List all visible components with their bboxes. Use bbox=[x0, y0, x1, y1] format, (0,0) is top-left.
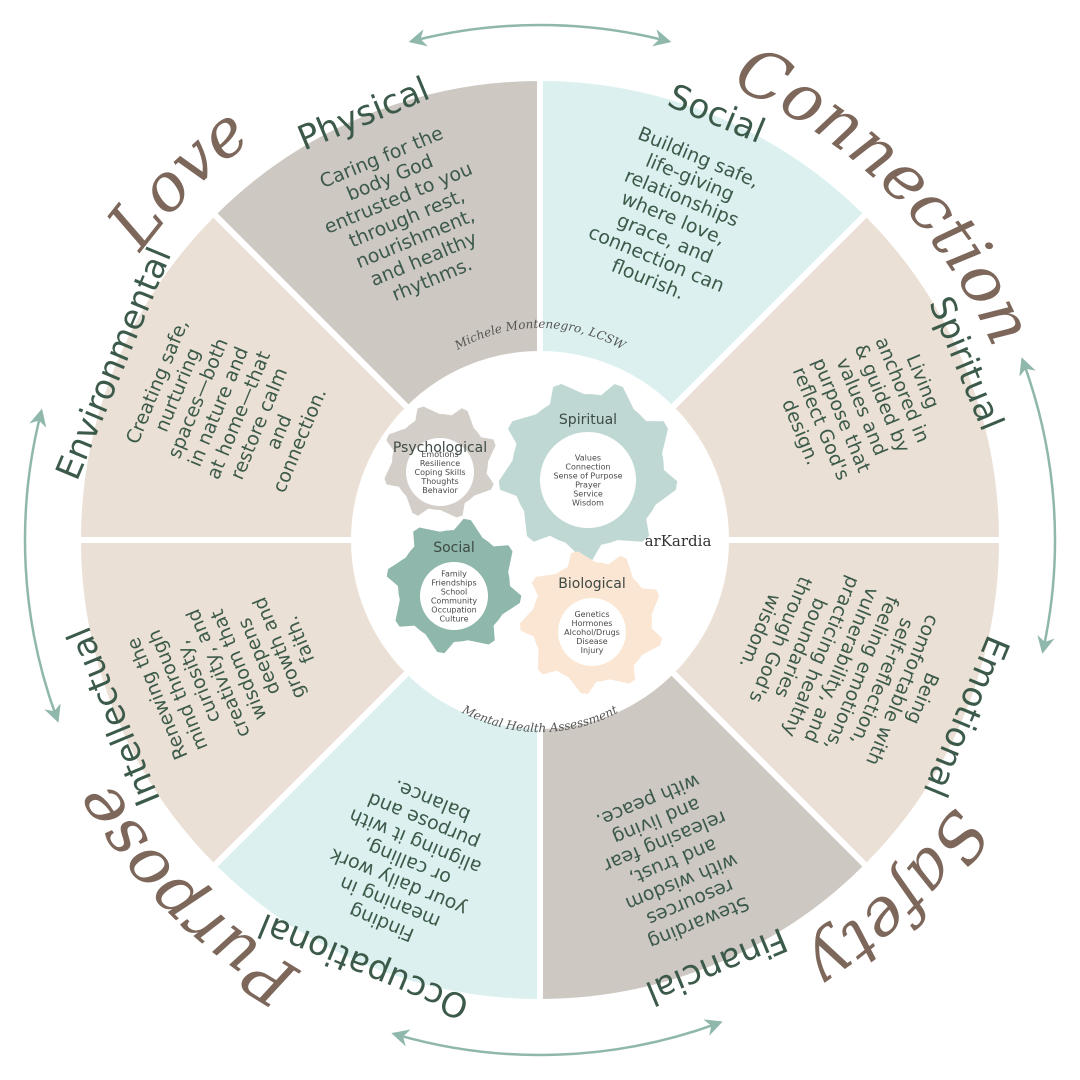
gear-biological: BiologicalGeneticsHormonesAlcohol/DrugsD… bbox=[520, 551, 663, 694]
gear-item: Alcohol/Drugs bbox=[564, 628, 620, 637]
cycle-arrow-3 bbox=[23, 408, 61, 723]
gear-item: Culture bbox=[439, 615, 468, 624]
gear-item: Genetics bbox=[574, 610, 609, 619]
gear-item: Family bbox=[441, 570, 467, 579]
gear-item: Sense of Purpose bbox=[553, 472, 622, 481]
gear-item: Thoughts bbox=[420, 477, 458, 486]
gear-item: Emotions bbox=[421, 450, 458, 459]
gear-item: Community bbox=[431, 597, 478, 606]
cycle-arrow-2 bbox=[391, 1019, 723, 1057]
gear-item: Hormones bbox=[572, 619, 613, 628]
gear-item: Disease bbox=[576, 637, 608, 646]
cycle-arrows bbox=[23, 23, 1057, 1057]
cycle-arrow-1 bbox=[1019, 357, 1057, 654]
gear-hub bbox=[558, 598, 626, 666]
gear-social: SocialFamilyFriendshipsSchoolCommunityOc… bbox=[386, 518, 522, 654]
gear-item: Occupation bbox=[431, 606, 476, 615]
gear-title: Biological bbox=[558, 576, 625, 592]
gear-item: Wisdom bbox=[572, 499, 604, 508]
gear-item: Service bbox=[573, 490, 603, 499]
cycle-arrow-0 bbox=[408, 23, 672, 47]
gear-item: School bbox=[441, 588, 468, 597]
gear-title: Spiritual bbox=[559, 412, 617, 428]
gear-title: Social bbox=[433, 540, 475, 556]
gear-item: Connection bbox=[565, 463, 610, 472]
gear-hub bbox=[406, 438, 474, 506]
gear-item: Behavior bbox=[422, 486, 458, 495]
gear-item: Coping Skills bbox=[414, 468, 465, 477]
gear-item: Values bbox=[575, 454, 601, 463]
gear-item: Resilience bbox=[420, 459, 460, 468]
brand-logo: arKardia bbox=[645, 532, 712, 550]
gear-hub bbox=[420, 562, 488, 630]
gear-hub bbox=[540, 432, 636, 528]
gear-item: Injury bbox=[581, 646, 604, 655]
gear-title: Psychological bbox=[393, 440, 487, 456]
gear-item: Prayer bbox=[575, 481, 602, 490]
gear-item: Friendships bbox=[431, 579, 476, 588]
